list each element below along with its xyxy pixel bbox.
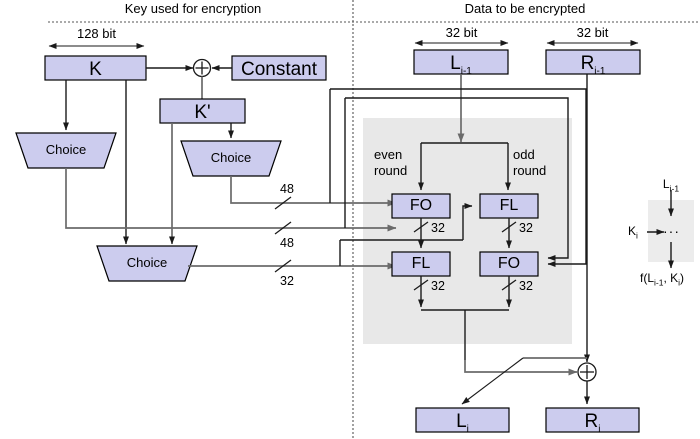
- wire-feedback-inner-top: [345, 97, 569, 261]
- wire-round-to-final-xor: [464, 360, 578, 376]
- box-fo-even: [391, 193, 451, 219]
- box-constant: [231, 55, 327, 81]
- box-fl-odd: [479, 193, 539, 219]
- box-fl-even: [391, 251, 451, 277]
- wire-choice-tr-to-fo: [230, 176, 397, 207]
- wire-choice-tl-to-fo: [65, 168, 397, 232]
- xor-gate-final: [577, 362, 597, 382]
- box-l-out: [415, 407, 510, 433]
- bitwidth-slash-fl-odd: [501, 221, 517, 233]
- round-function-zone: [363, 118, 572, 344]
- wire-feedback-outer-top: [330, 88, 587, 267]
- trapezoid-choice-top-left: [15, 132, 117, 169]
- box-r-out: [545, 407, 640, 433]
- box-k: [44, 55, 147, 81]
- wire-fo-even-cross-to-fl-odd: [462, 203, 473, 240]
- bitwidth-slash-48-lower: [274, 221, 292, 235]
- xor-gate-key: [192, 58, 212, 78]
- trapezoid-choice-bottom: [96, 245, 198, 282]
- bitwidth-slash-fo-even: [413, 221, 429, 233]
- box-fo-odd: [479, 251, 539, 277]
- box-kprime: [159, 98, 246, 124]
- bitwidth-slash-32-key: [274, 259, 292, 273]
- wire-diagonal-to-li: [461, 357, 524, 405]
- trapezoid-choice-top-right: [180, 140, 282, 177]
- box-l-prev: [413, 49, 509, 75]
- box-r-prev: [545, 49, 641, 75]
- bitwidth-slash-48-upper: [274, 196, 292, 210]
